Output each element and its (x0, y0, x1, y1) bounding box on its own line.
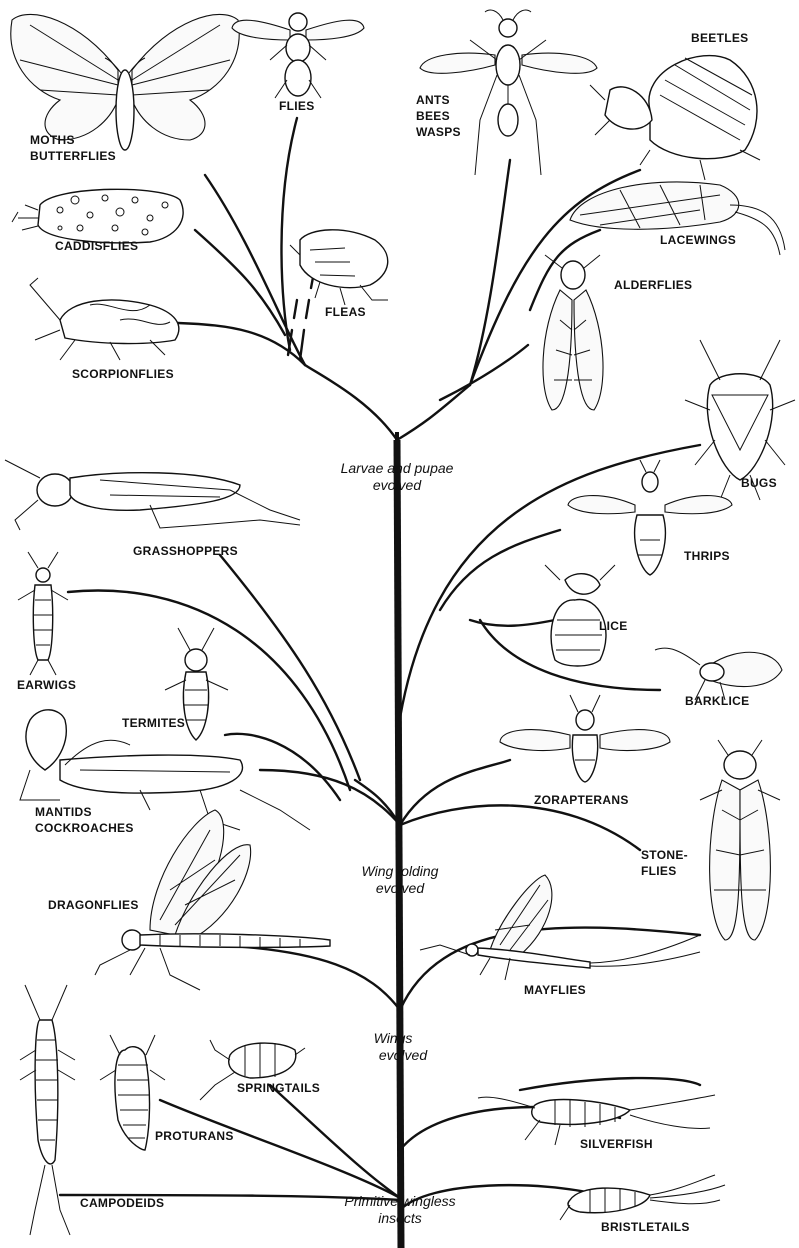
label-butterflies: BUTTERFLIES (30, 149, 116, 163)
label-thrips: THRIPS (684, 549, 730, 563)
label-barklice: BARKLICE (685, 694, 749, 708)
louse-drawing (545, 565, 615, 666)
label-mayflies: MAYFLIES (524, 983, 586, 997)
label-caddisflies: CADDISFLIES (55, 239, 138, 253)
label-lice: LICE (599, 619, 628, 633)
label-bees: BEES (416, 109, 450, 123)
label-ants: ANTS (416, 93, 450, 107)
label-lacewings: LACEWINGS (660, 233, 736, 247)
caddisfly-drawing (12, 189, 183, 243)
label-mantids: MANTIDS (35, 805, 92, 819)
primitive-line2: insects (378, 1210, 422, 1226)
label-earwigs: EARWIGS (17, 678, 76, 692)
label-campodeids: CAMPODEIDS (80, 1196, 164, 1210)
branch-caddisflies (195, 230, 285, 335)
larvae-pupae-line2: evolved (373, 477, 422, 493)
bristletail-drawing (560, 1175, 725, 1220)
alderfly-drawing (543, 255, 603, 410)
label-wasps: WASPS (416, 125, 461, 139)
branch-upper-right (397, 385, 470, 440)
zorapteran-drawing (500, 695, 670, 782)
label-cockroaches: COCKROACHES (35, 821, 134, 835)
label-termites: TERMITES (122, 716, 185, 730)
branch-springtails (270, 1085, 400, 1198)
primitive-line1: Primitive wingless (344, 1193, 455, 1209)
wing-folding-line1: Wing folding (362, 863, 439, 879)
label-dragonflies: DRAGONFLIES (48, 898, 139, 912)
label-bristletails: BRISTLETAILS (601, 1220, 690, 1234)
trunk (397, 432, 401, 1248)
branch-stoneflies (400, 805, 640, 850)
label-alderflies: ALDERFLIES (614, 278, 692, 292)
branch-upper-left (305, 365, 397, 440)
branch-fleas (300, 272, 314, 360)
label-silverfish: SILVERFISH (580, 1137, 653, 1151)
branch-grasshoppers (220, 555, 360, 780)
moth-drawing (11, 14, 239, 150)
branch-silverfish-top (520, 1078, 700, 1090)
label-fleas: FLEAS (325, 305, 366, 319)
wings-line2: evolved (379, 1047, 428, 1063)
label-scorpionflies: SCORPIONFLIES (72, 367, 174, 381)
branch-alderflies (440, 345, 528, 400)
label-moths: MOTHS (30, 133, 75, 147)
label-grasshoppers: GRASSHOPPERS (133, 544, 238, 558)
label-zorapterans: ZORAPTERANS (534, 793, 629, 807)
label-bugs: BUGS (741, 476, 777, 490)
label-proturans: PROTURANS (155, 1129, 234, 1143)
campodeid-drawing (20, 985, 75, 1235)
branch-mayflies (400, 928, 700, 1010)
label-flies: FLIES (279, 99, 315, 113)
label-stoneflies-1: STONE- (641, 848, 688, 862)
scorpionfly-drawing (30, 278, 179, 360)
label-beetles: BEETLES (691, 31, 748, 45)
barklouse-drawing (655, 648, 782, 700)
branch-dragonflies (215, 945, 400, 1010)
stonefly-drawing (700, 740, 780, 940)
wing-folding-line2: evolved (376, 880, 425, 896)
label-stoneflies-2: FLIES (641, 864, 677, 878)
branch-proturans (160, 1100, 400, 1198)
branch-zorapterans (400, 760, 510, 825)
flea-drawing (290, 230, 388, 305)
wings-line1: Wings (374, 1030, 413, 1046)
branch-ants (470, 160, 510, 385)
fly-drawing (232, 13, 364, 98)
label-springtails: SPRINGTAILS (237, 1081, 320, 1095)
beetle-drawing (590, 56, 760, 180)
earwig-drawing (18, 552, 68, 675)
larvae-pupae-line1: Larvae and pupae (341, 460, 454, 476)
grasshopper-drawing (5, 460, 300, 530)
bug-drawing (685, 340, 795, 500)
